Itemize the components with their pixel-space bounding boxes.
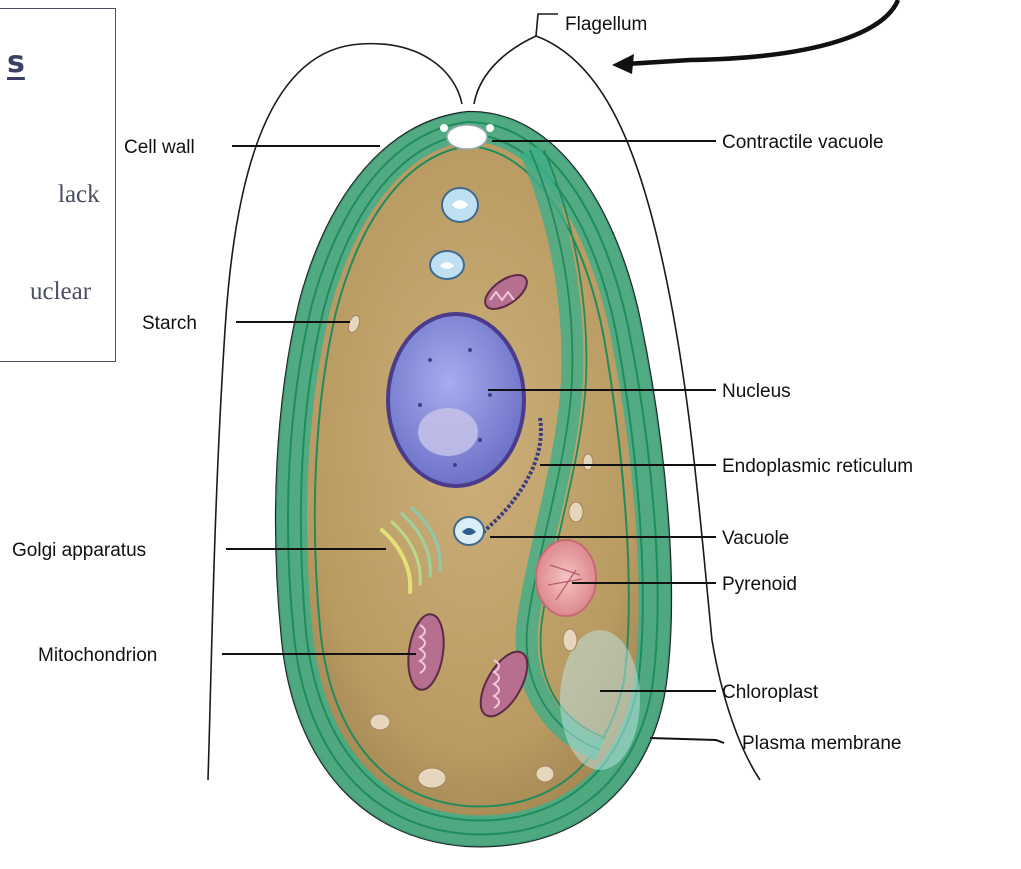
label-vacuole: Vacuole (722, 528, 789, 549)
label-golgi-apparatus: Golgi apparatus (12, 540, 146, 561)
label-plasma-membrane: Plasma membrane (742, 733, 901, 754)
cell-body (276, 112, 671, 846)
pointer-arrow (612, 0, 898, 74)
nucleus (388, 314, 524, 486)
label-pyrenoid: Pyrenoid (722, 574, 797, 595)
label-contractile-vacuole: Contractile vacuole (722, 132, 884, 153)
label-flagellum: Flagellum (565, 14, 647, 35)
label-chloroplast: Chloroplast (722, 682, 819, 703)
label-mitochondrion: Mitochondrion (38, 645, 157, 666)
label-starch: Starch (142, 313, 197, 334)
label-nucleus: Nucleus (722, 381, 791, 402)
pyrenoid (536, 540, 596, 616)
vacuole (454, 517, 484, 545)
label-cell-wall: Cell wall (124, 137, 195, 158)
label-endoplasmic-reticulum: Endoplasmic reticulum (722, 456, 913, 477)
